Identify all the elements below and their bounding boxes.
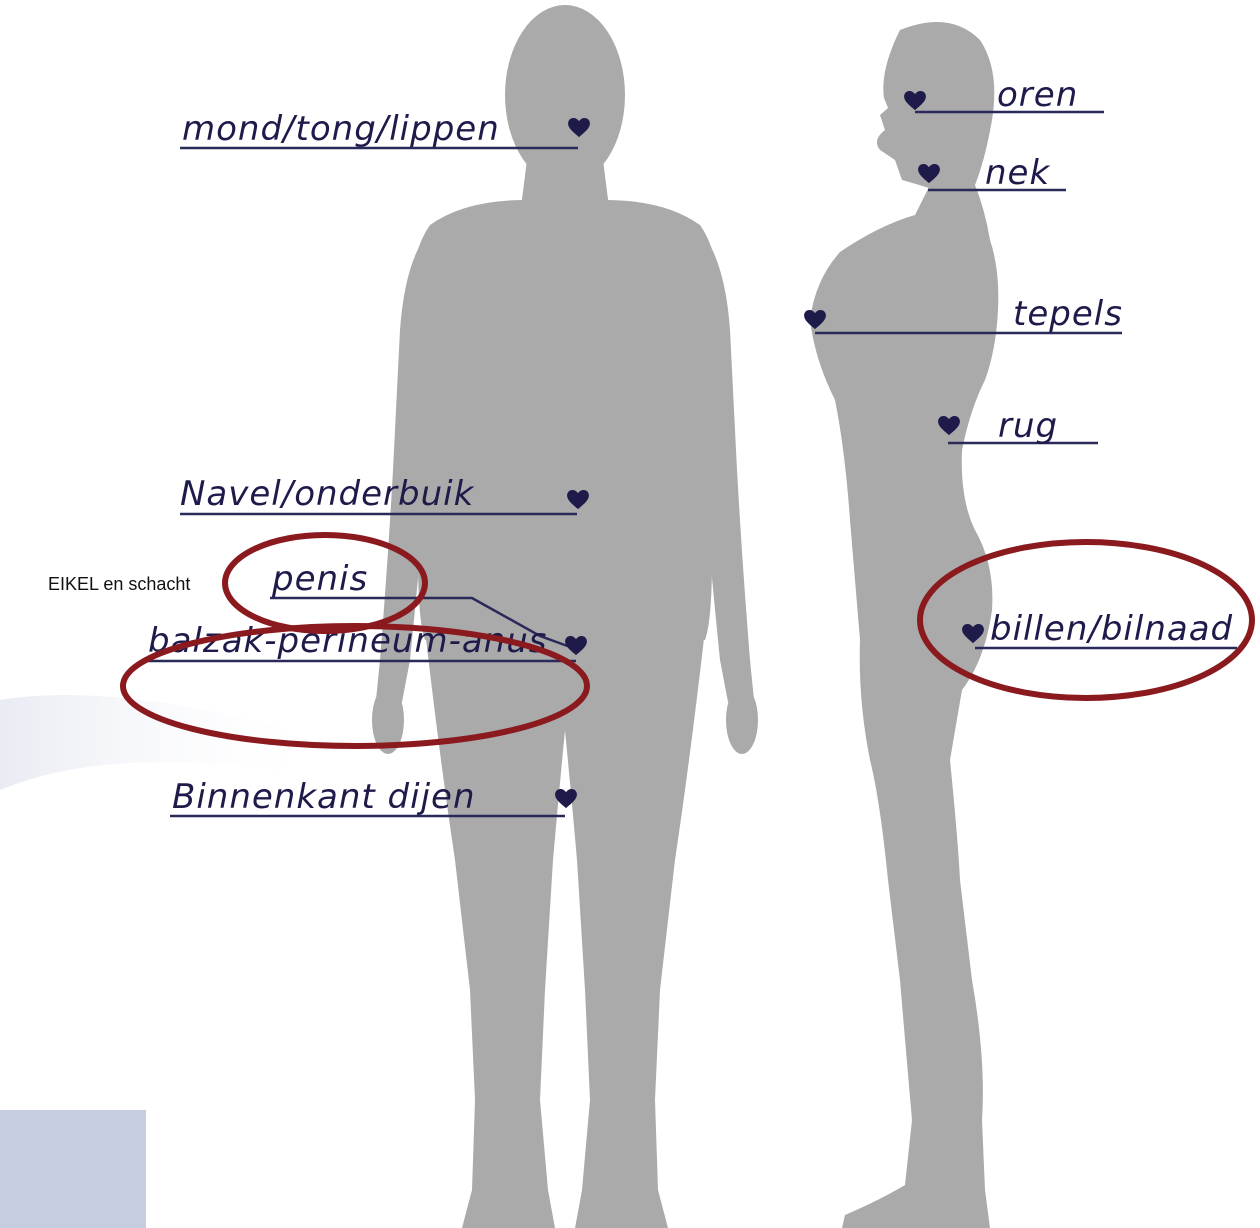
front-body-silhouette [372, 5, 758, 1228]
label-mouth-text: mond/tong/lippen [182, 109, 500, 149]
label-thighs-text: Binnenkant dijen [172, 777, 476, 817]
label-penis-text: penis [271, 559, 368, 599]
label-buttocks-text: billen/bilnaad [990, 609, 1233, 649]
label-nipples-text: tepels [1013, 294, 1123, 334]
label-ears-text: oren [997, 75, 1078, 115]
label-neck-text: nek [985, 153, 1050, 193]
annotation-note: EIKEL en schacht [48, 574, 190, 594]
side-label-buttocks: billen/bilnaad [962, 609, 1237, 649]
label-navel-text: Navel/onderbuik [180, 474, 475, 514]
background-panel [0, 1110, 146, 1228]
label-back-text: rug [998, 406, 1058, 446]
